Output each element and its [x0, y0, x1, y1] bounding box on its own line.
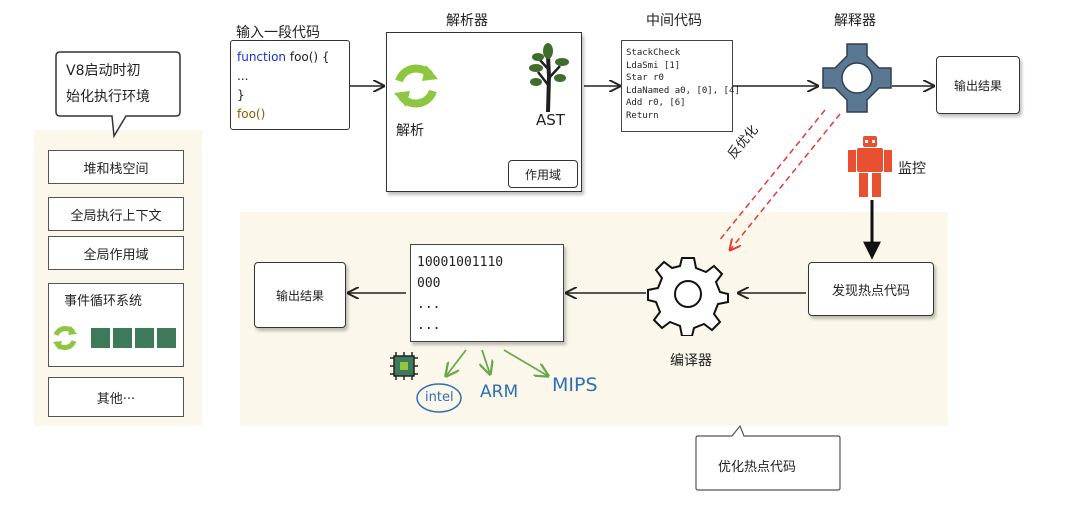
bytecode-lines: StackCheck LdaSmi [1] Star r0 LdaNamed a…	[626, 47, 740, 122]
global-context-box: 全局执行上下文	[48, 197, 184, 231]
code-line-4: foo()	[237, 107, 266, 121]
event-loop-box	[48, 283, 184, 367]
optimize-note-label: 优化热点代码	[718, 460, 797, 475]
machine-code-lines: 10001001110 000 ... ...	[417, 252, 503, 336]
ast-tree-icon	[529, 43, 569, 112]
bc-line: Add r0, [6]	[626, 98, 686, 108]
interpreter-title: 解释器	[834, 13, 876, 29]
heap-stack-box: 堆和栈空间	[48, 150, 184, 184]
intel-logo	[416, 383, 462, 413]
cpu-chip-icon	[390, 352, 418, 380]
parse-cycle-icon	[394, 64, 438, 108]
mc-line: 10001001110	[417, 255, 504, 270]
mc-line: 000	[417, 276, 441, 291]
scope-box: 作用域	[508, 160, 578, 188]
bc-line: LdaNamed a0, [0], [4]	[626, 85, 740, 96]
intel-label: intel	[425, 390, 454, 405]
speech-bubble	[55, 51, 181, 139]
bc-line: StackCheck	[626, 48, 681, 58]
mc-line: ...	[417, 318, 441, 333]
compiler-gear-icon	[647, 257, 729, 336]
interpreter-output-box: 输出结果	[936, 56, 1020, 114]
bc-line: Return	[626, 110, 659, 121]
monitor-label: 监控	[898, 161, 926, 177]
arm-label: ARM	[480, 382, 519, 402]
loop-icon	[53, 326, 77, 350]
source-code: function foo() { ... } foo()	[237, 48, 330, 124]
bc-line: LdaSmi [1]	[626, 60, 681, 71]
parser-title: 解析器	[446, 13, 488, 29]
optimize-note-bubble	[695, 424, 841, 491]
code-line-1: function foo() {	[237, 50, 330, 64]
bytecode-title: 中间代码	[646, 13, 702, 29]
code-line-2: ...	[237, 69, 249, 83]
source-code-box	[230, 40, 350, 130]
mips-label: MIPS	[552, 374, 598, 396]
compiler-label: 编译器	[670, 353, 712, 369]
event-loop-visual	[53, 326, 176, 350]
compiled-output-box: 输出结果	[254, 262, 346, 328]
bubble-line1: V8启动时初	[66, 63, 141, 79]
source-title: 输入一段代码	[236, 25, 320, 41]
code-line-3: }	[237, 88, 245, 102]
hotspot-box: 发现热点代码	[808, 262, 934, 316]
monitor-robot-icon	[848, 136, 892, 197]
machine-code-box	[410, 244, 564, 342]
bubble-line2: 始化执行环境	[66, 89, 150, 105]
bc-line: Star r0	[626, 73, 664, 83]
other-box: 其他···	[48, 377, 184, 417]
parse-label: 解析	[396, 123, 424, 139]
bytecode-box	[621, 40, 733, 132]
interpreter-gear-icon	[822, 43, 892, 113]
global-scope-box: 全局作用域	[48, 236, 184, 270]
mc-line: ...	[417, 297, 441, 312]
event-loop-label: 事件循环系统	[64, 294, 143, 309]
compile-panel	[240, 212, 948, 426]
ast-label: AST	[536, 111, 565, 129]
